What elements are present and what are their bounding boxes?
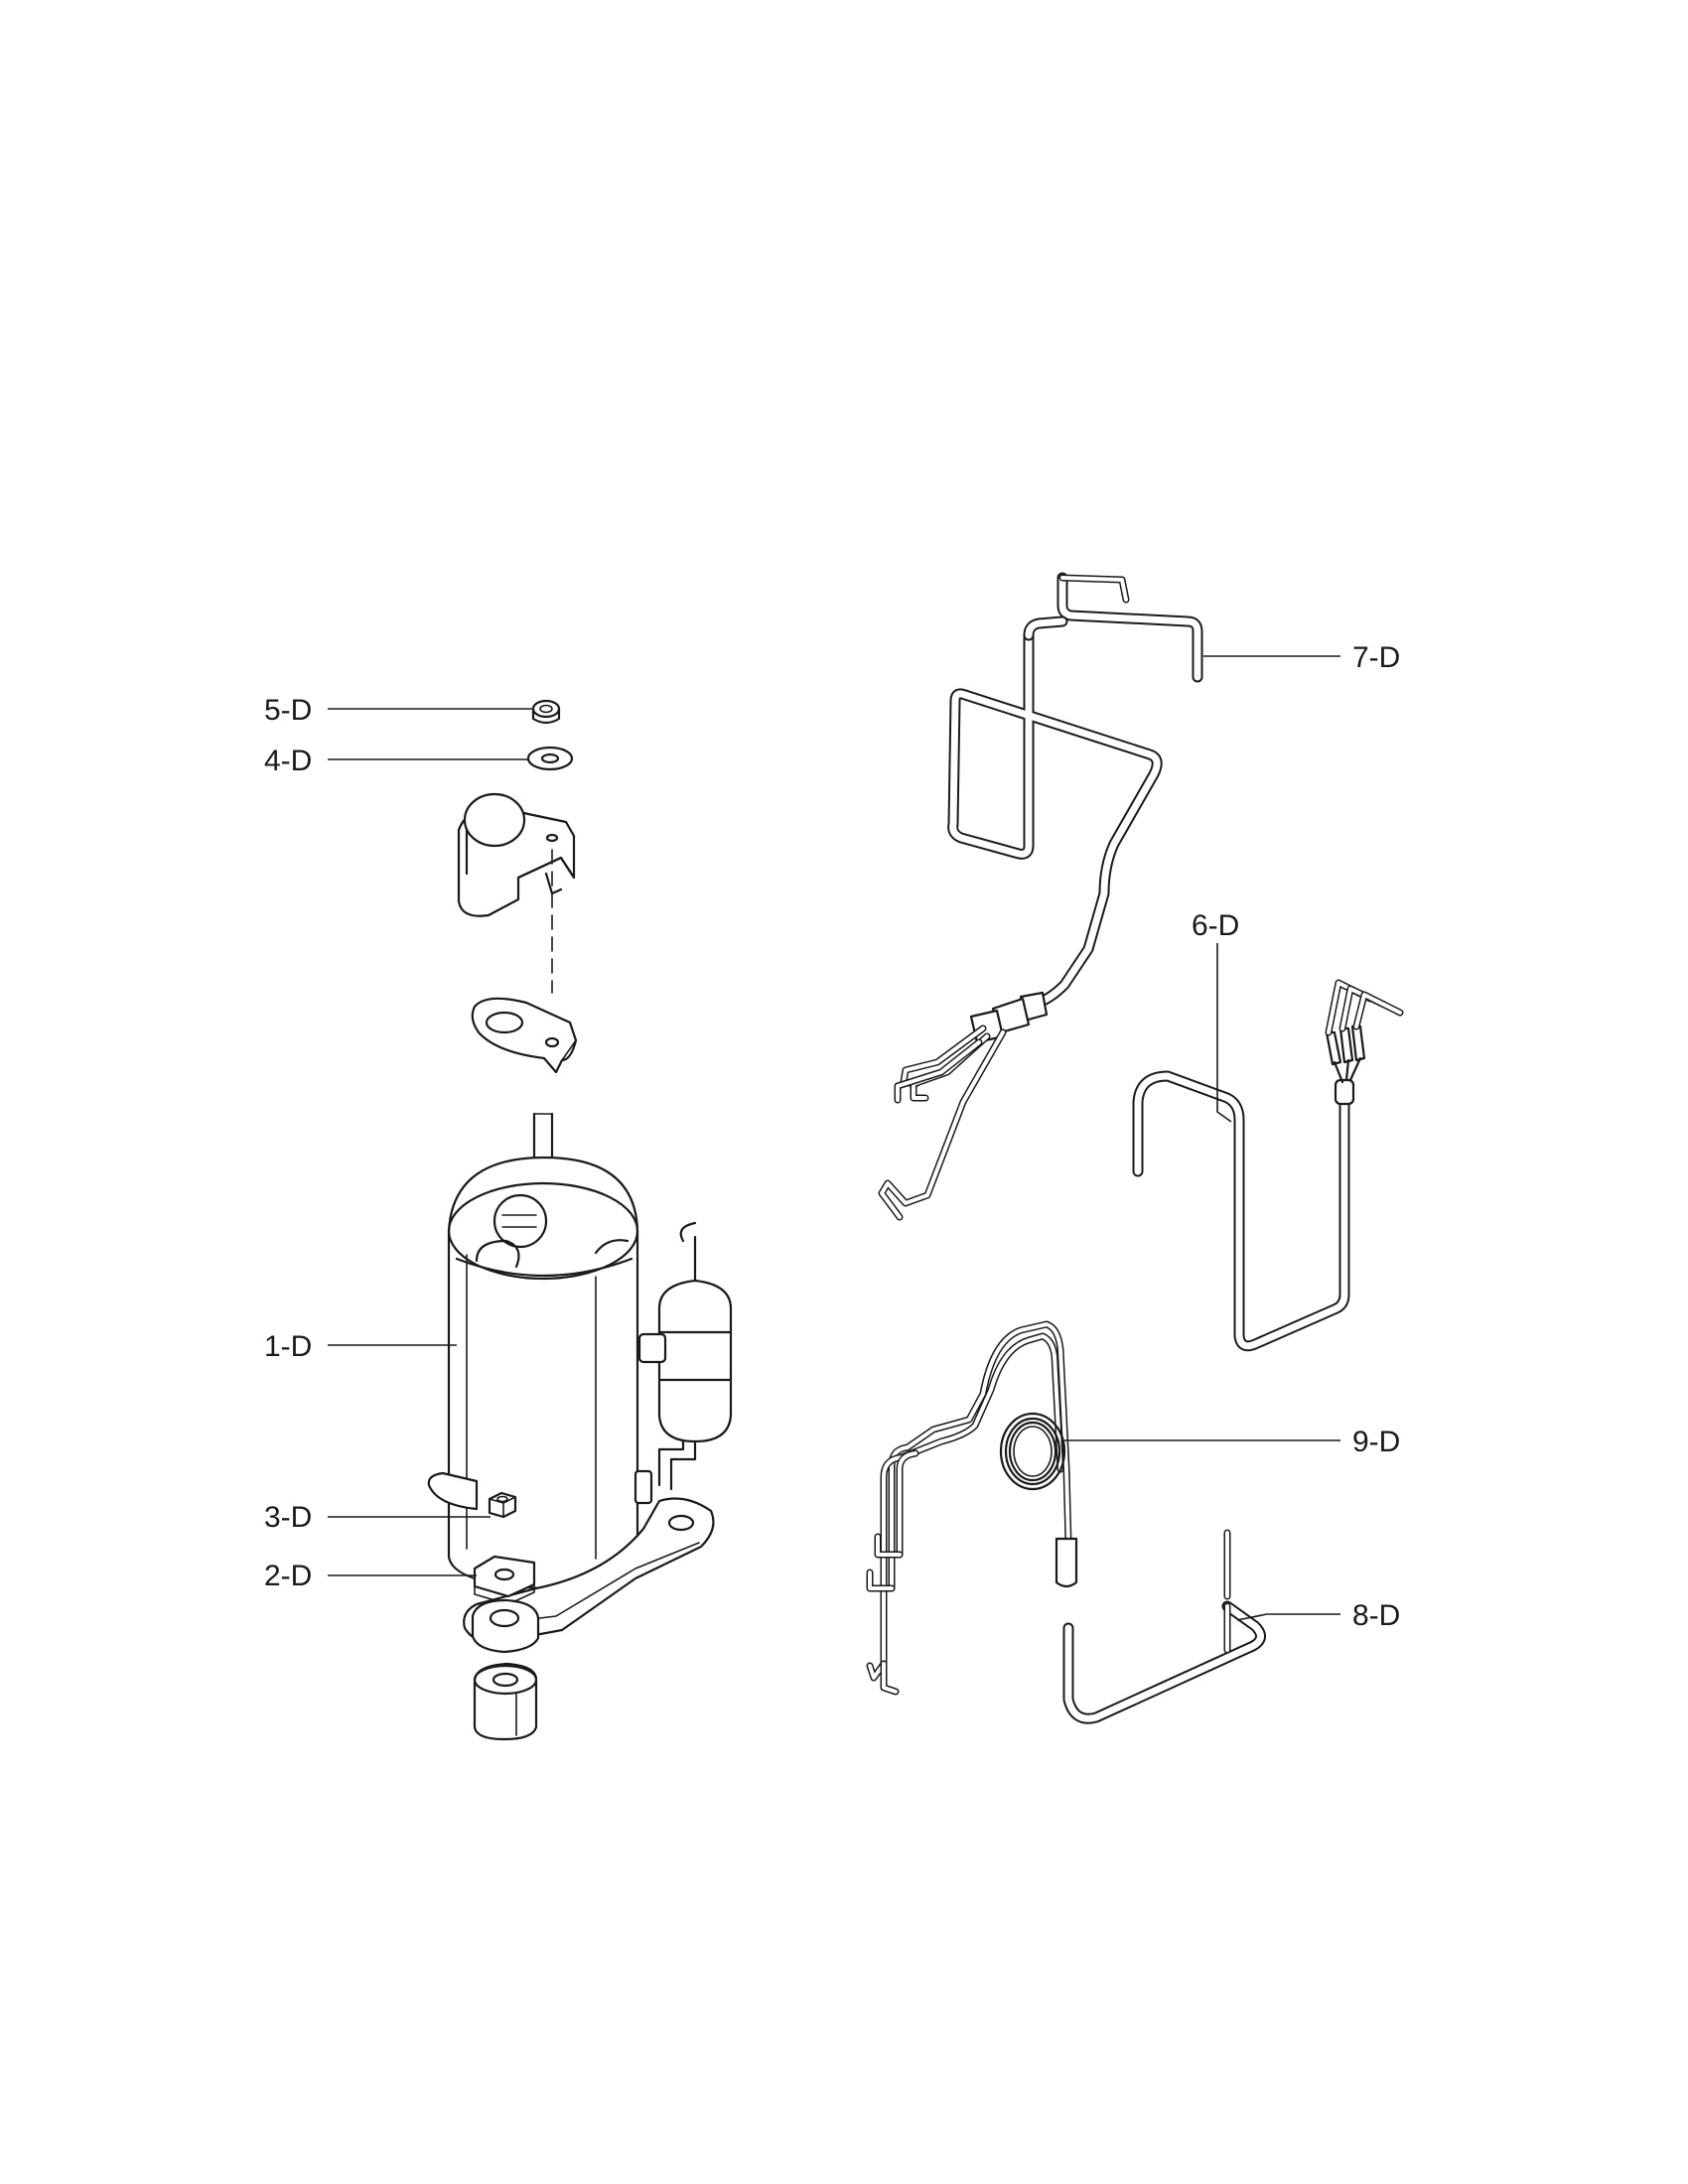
label-4-d: 4-D — [264, 745, 312, 777]
label-7-d: 7-D — [1352, 641, 1400, 674]
foot-grommet — [471, 1598, 540, 1741]
nut-top — [531, 699, 561, 725]
label-9-d: 9-D — [1352, 1426, 1400, 1458]
label-5-d: 5-D — [264, 694, 312, 727]
capillary-assembly — [866, 1320, 1078, 1696]
label-6-d: 6-D — [1192, 909, 1239, 942]
accumulator — [633, 1221, 733, 1505]
gasket-plate — [471, 997, 578, 1074]
label-3-d: 3-D — [264, 1501, 312, 1534]
label-2-d: 2-D — [264, 1560, 312, 1592]
washer-top — [526, 746, 574, 771]
label-8-d: 8-D — [1352, 1599, 1400, 1632]
leader-lines — [328, 655, 1340, 1621]
suction-pipe-assembly — [1132, 979, 1404, 1352]
bypass-pipe — [1062, 1529, 1266, 1724]
nut-bottom — [488, 1491, 517, 1519]
compressor-assembly — [427, 699, 733, 1741]
terminal-cover — [457, 792, 576, 917]
discharge-pipe-assembly — [878, 572, 1203, 1221]
compressor-shell — [447, 1156, 639, 1590]
part-labels: 5-D 4-D 1-D 3-D 2-D 7-D 6-D 9-D 8-D — [264, 641, 1400, 1632]
label-1-d: 1-D — [264, 1330, 312, 1363]
